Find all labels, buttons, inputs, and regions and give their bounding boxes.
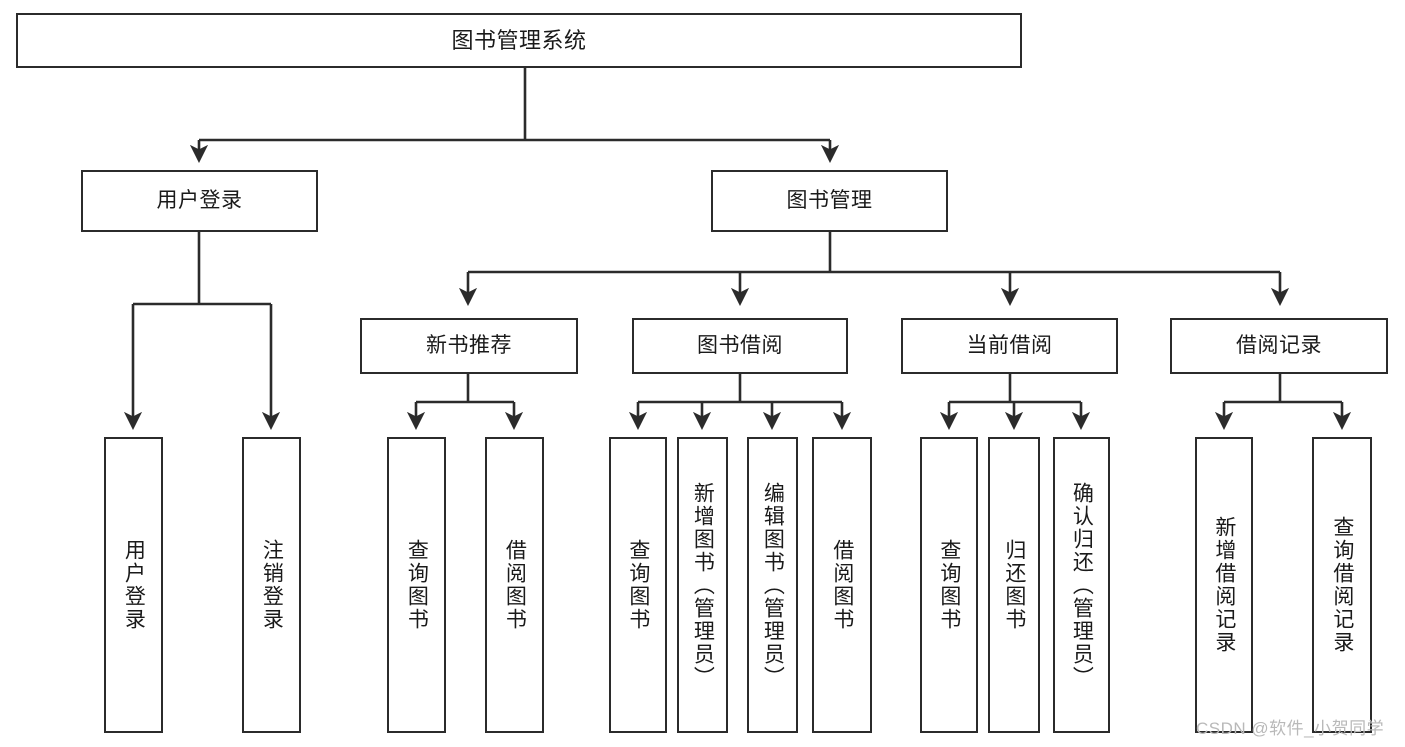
node-book-borrow[interactable]: 图书借阅 bbox=[632, 318, 848, 374]
node-root-system[interactable]: 图书管理系统 bbox=[16, 13, 1022, 68]
leaf-edit-book[interactable]: 编辑图书（管理员） bbox=[747, 437, 798, 733]
node-label: 查询图书 bbox=[937, 539, 961, 631]
node-borrow-record[interactable]: 借阅记录 bbox=[1170, 318, 1388, 374]
leaf-borrow-book-recommend[interactable]: 借阅图书 bbox=[485, 437, 544, 733]
node-label: 借阅图书 bbox=[830, 539, 854, 631]
node-label: 图书管理系统 bbox=[451, 27, 587, 53]
leaf-borrow-book[interactable]: 借阅图书 bbox=[812, 437, 872, 733]
node-user-login[interactable]: 用户登录 bbox=[81, 170, 318, 232]
node-label: 查询图书 bbox=[405, 539, 429, 631]
leaf-return-book[interactable]: 归还图书 bbox=[988, 437, 1040, 733]
leaf-add-borrow-record[interactable]: 新增借阅记录 bbox=[1195, 437, 1253, 733]
node-label: 图书管理 bbox=[786, 188, 873, 212]
leaf-query-borrow-record[interactable]: 查询借阅记录 bbox=[1312, 437, 1372, 733]
node-label: 注销登录 bbox=[260, 539, 284, 631]
leaf-query-book-borrow[interactable]: 查询图书 bbox=[609, 437, 667, 733]
node-label: 归还图书 bbox=[1002, 539, 1026, 631]
node-label: 当前借阅 bbox=[966, 333, 1053, 357]
node-current-borrow[interactable]: 当前借阅 bbox=[901, 318, 1118, 374]
leaf-query-book-current[interactable]: 查询图书 bbox=[920, 437, 978, 733]
leaf-user-login[interactable]: 用户登录 bbox=[104, 437, 163, 733]
node-label: 借阅图书 bbox=[503, 539, 527, 631]
node-label: 确认归还（管理员） bbox=[1070, 481, 1094, 689]
node-label: 用户登录 bbox=[122, 539, 146, 631]
node-label: 新书推荐 bbox=[426, 333, 512, 357]
leaf-confirm-return[interactable]: 确认归还（管理员） bbox=[1053, 437, 1110, 733]
node-book-management[interactable]: 图书管理 bbox=[711, 170, 948, 232]
node-new-book-recommend[interactable]: 新书推荐 bbox=[360, 318, 578, 374]
leaf-query-book-recommend[interactable]: 查询图书 bbox=[387, 437, 446, 733]
node-label: 查询图书 bbox=[626, 539, 650, 631]
node-label: 查询借阅记录 bbox=[1330, 516, 1354, 654]
watermark-text: CSDN @软件_小贺同学 bbox=[1196, 719, 1385, 738]
node-label: 借阅记录 bbox=[1236, 333, 1322, 357]
node-label: 用户登录 bbox=[156, 188, 243, 212]
node-label: 图书借阅 bbox=[697, 333, 783, 357]
node-label: 新增图书（管理员） bbox=[691, 481, 715, 689]
node-label: 编辑图书（管理员） bbox=[761, 481, 785, 689]
node-label: 新增借阅记录 bbox=[1212, 516, 1236, 654]
leaf-logout[interactable]: 注销登录 bbox=[242, 437, 301, 733]
leaf-add-book[interactable]: 新增图书（管理员） bbox=[677, 437, 728, 733]
